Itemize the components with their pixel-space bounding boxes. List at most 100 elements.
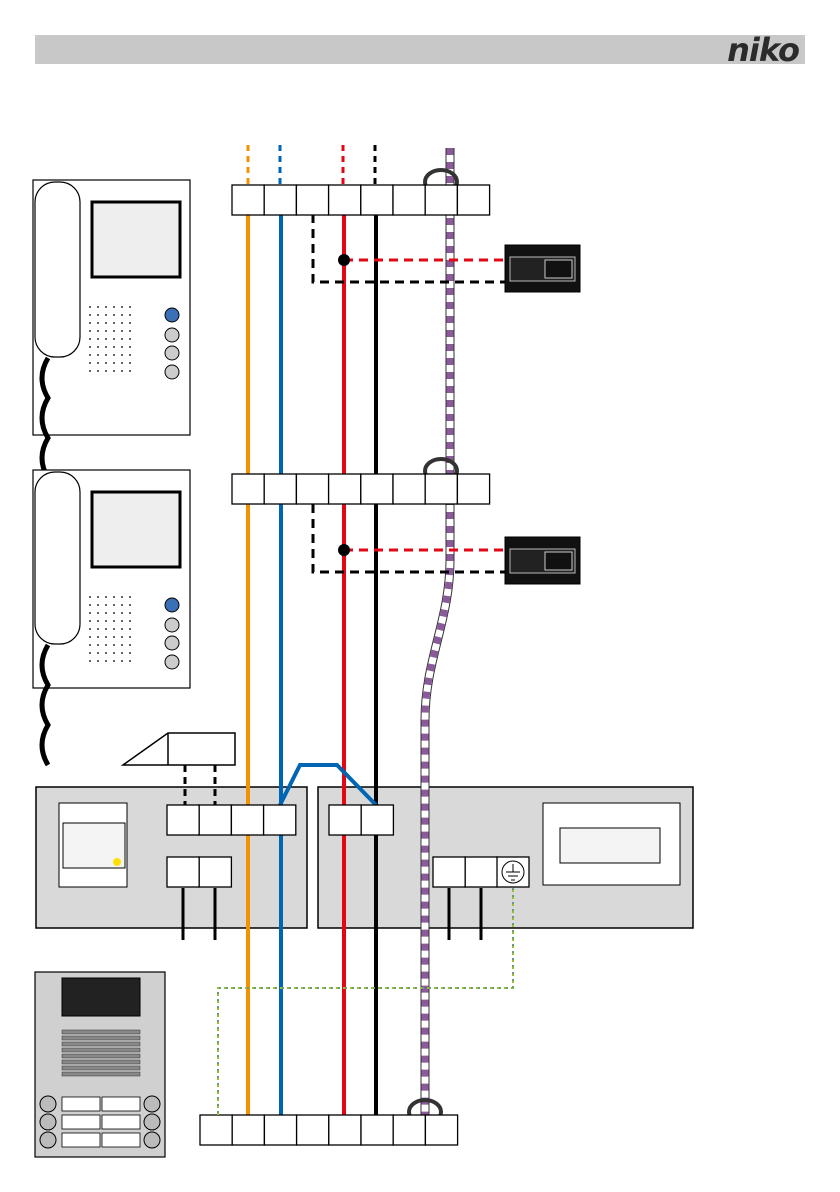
speaker-hole [113,362,115,364]
speaker-hole [129,362,131,364]
distributor-mains-terminals [433,857,465,887]
speaker-hole [97,330,99,332]
relay-window [545,552,572,570]
speaker-hole [105,620,107,622]
speaker-hole [89,636,91,638]
name-card [62,1115,100,1129]
speaker-hole [97,612,99,614]
handset [35,182,80,357]
terminal-block-bottom [361,1115,393,1145]
door-call-button [40,1114,56,1130]
speaker-hole [129,620,131,622]
call-button [165,308,179,322]
speaker-hole [129,596,131,598]
speaker-hole [121,620,123,622]
speaker-hole [129,314,131,316]
speaker-hole [105,338,107,340]
speaker-hole [105,660,107,662]
speaker-hole [121,338,123,340]
speaker-hole [113,652,115,654]
speaker-hole [89,362,91,364]
speaker-hole [121,330,123,332]
speaker-hole [97,644,99,646]
speaker-hole [105,612,107,614]
speaker-hole [129,346,131,348]
speaker-hole [89,338,91,340]
terminal-block-middle [329,474,361,504]
function-button [165,655,179,669]
psu-mains-terminals [199,857,231,887]
junction-dot [338,254,350,266]
speaker-hole [129,354,131,356]
door-call-button [144,1096,160,1112]
speaker-hole [129,306,131,308]
speaker-hole [113,620,115,622]
speaker-hole [105,354,107,356]
speaker-hole [113,338,115,340]
speaker-hole [129,644,131,646]
indicator-led [113,858,121,866]
speaker-hole [89,370,91,372]
terminal-block-middle [457,474,489,504]
function-button [165,636,179,650]
speaker-hole [97,322,99,324]
terminal-block-top [393,185,425,215]
speaker-hole [121,596,123,598]
name-card [102,1115,140,1129]
speaker-hole [113,354,115,356]
terminal-block-middle [296,474,328,504]
function-button [165,346,179,360]
name-card [62,1097,100,1111]
speaker-hole [113,322,115,324]
terminal-block-bottom [297,1115,329,1145]
speaker-hole [105,652,107,654]
speaker-hole [97,604,99,606]
speaker-hole [121,636,123,638]
speaker-hole [89,652,91,654]
speaker-hole [129,604,131,606]
terminal-block-top [232,185,264,215]
black-dashed-branch [313,214,505,282]
speaker-hole [113,628,115,630]
speaker-hole [121,660,123,662]
function-button [165,328,179,342]
speaker-grille-slot [62,1036,140,1040]
junction-dot [338,544,350,556]
speaker-hole [113,330,115,332]
door-call-button [144,1132,160,1148]
speaker-hole [113,306,115,308]
psu-terminals [264,805,296,835]
speaker-grille-slot [62,1060,140,1064]
speaker-hole [105,628,107,630]
terminal-block-middle [393,474,425,504]
function-button [165,365,179,379]
speaker-hole [97,652,99,654]
terminal-block-top [264,185,296,215]
speaker-hole [113,596,115,598]
speaker-hole [89,354,91,356]
speaker-hole [129,652,131,654]
terminal-block-middle [361,474,393,504]
speaker-hole [129,370,131,372]
black-dashed-branch [313,504,505,572]
terminal-block-top [296,185,328,215]
speaker-hole [105,306,107,308]
terminal-block-bottom [425,1115,457,1145]
speaker-hole [113,346,115,348]
distributor-terminals [361,805,393,835]
speaker-hole [113,314,115,316]
speaker-hole [121,346,123,348]
speaker-hole [113,370,115,372]
speaker-hole [105,314,107,316]
speaker-hole [89,322,91,324]
speaker-hole [129,660,131,662]
speaker-hole [97,636,99,638]
speaker-hole [105,330,107,332]
speaker-hole [129,636,131,638]
speaker-hole [129,322,131,324]
speaker-hole [129,338,131,340]
speaker-hole [113,644,115,646]
terminal-block-bottom [329,1115,361,1145]
speaker-hole [89,604,91,606]
speaker-grille-slot [62,1054,140,1058]
